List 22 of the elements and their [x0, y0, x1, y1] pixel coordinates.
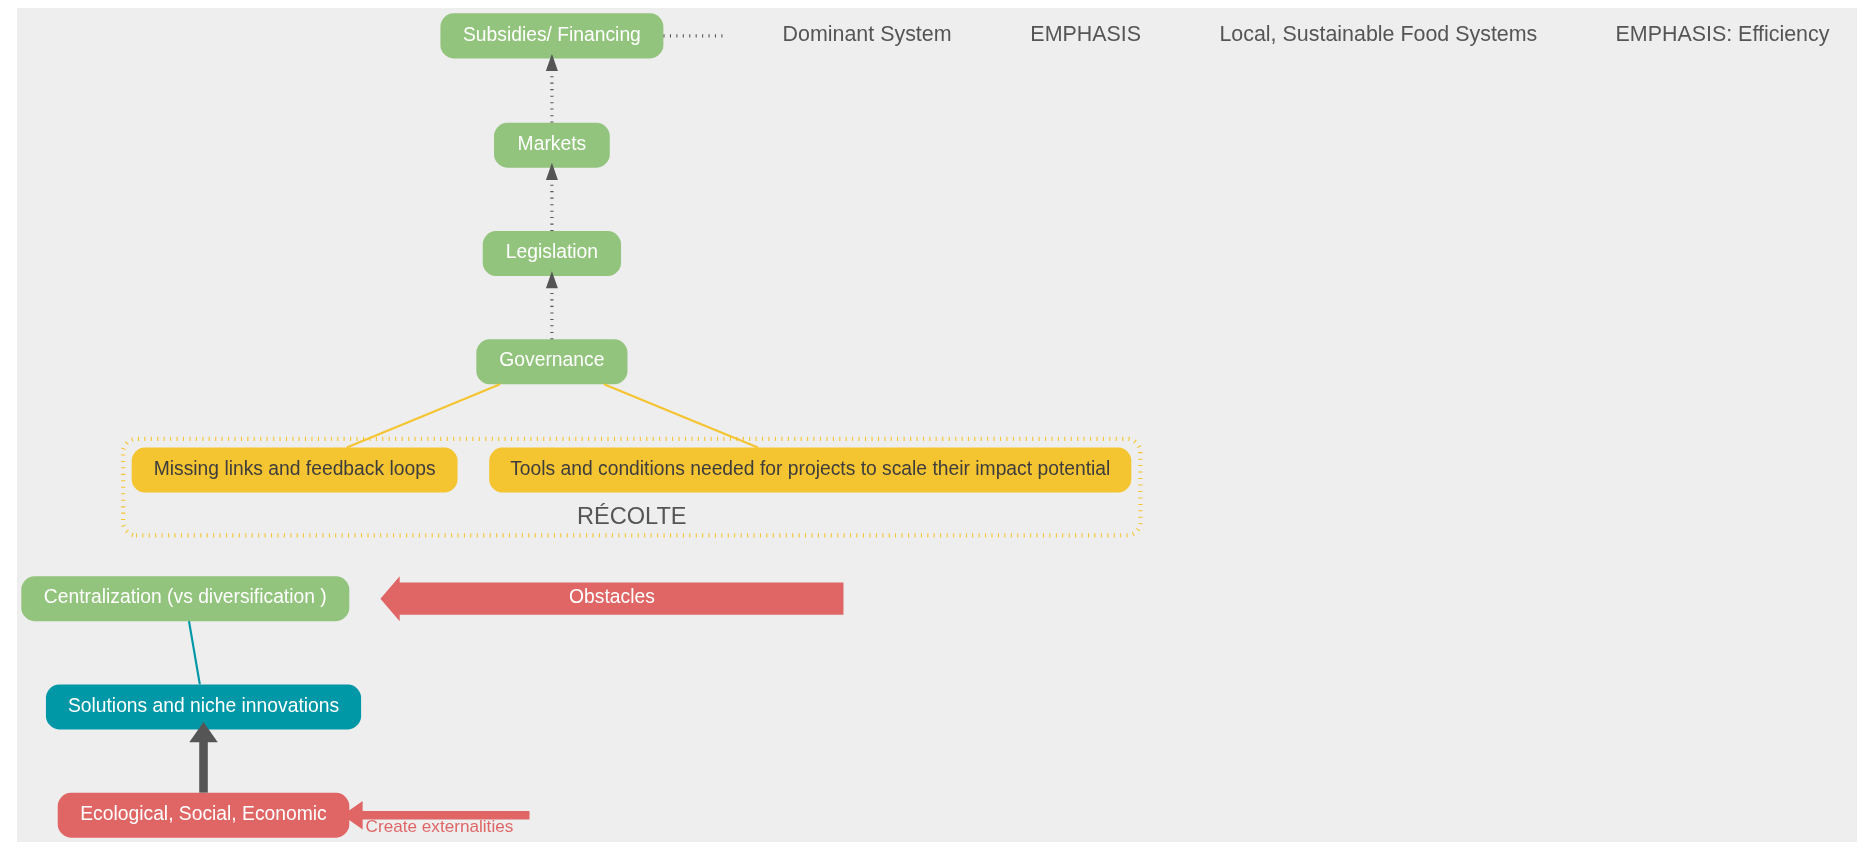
connector — [345, 383, 500, 449]
label: Dominant System — [782, 22, 952, 47]
node-box: Subsidies/ Financing — [439, 13, 663, 59]
arrow — [545, 53, 558, 123]
edge-label: Create externalities — [365, 816, 513, 837]
node-box: Legislation — [482, 231, 621, 276]
node-box: Markets — [493, 122, 610, 168]
node-box: Missing links and feedback loops — [131, 447, 458, 493]
node-box: Tools and conditions needed for projects to scale their impact potential — [488, 447, 1131, 493]
arrow — [545, 162, 558, 231]
connector — [603, 383, 758, 449]
node-box: Ecological, Social, Economic — [57, 792, 349, 838]
label: EMPHASIS — [1029, 22, 1141, 47]
node-box: Centralization (vs diversification ) — [20, 576, 349, 622]
node-box: Governance — [475, 339, 627, 385]
label: Local, Sustainable Food Systems — [1218, 22, 1537, 47]
arrow — [188, 721, 218, 793]
connector — [663, 34, 725, 38]
node-box: Solutions and niche innovations — [45, 684, 361, 730]
label: EMPHASIS: Efficiency — [1615, 22, 1829, 47]
connector — [187, 621, 201, 685]
arrow — [545, 271, 558, 340]
